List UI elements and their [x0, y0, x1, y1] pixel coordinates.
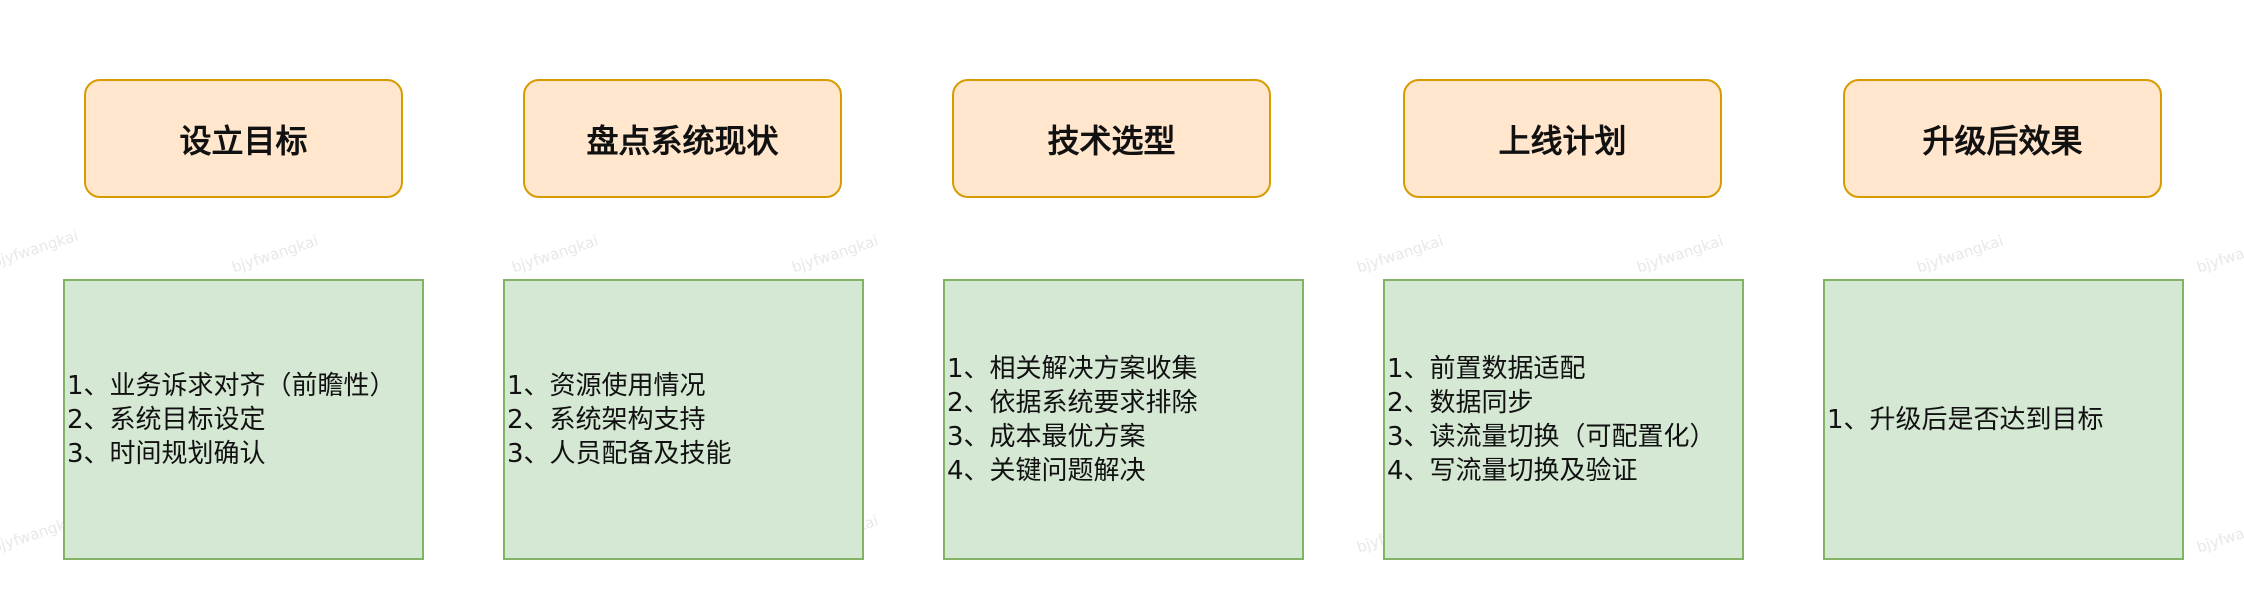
step-header: 升级后效果 [1843, 79, 2162, 198]
step-detail-box: 1、升级后是否达到目标 [1823, 279, 2184, 560]
watermark: bjyfwangkai [789, 231, 881, 277]
watermark: bjyfwangkai [1354, 231, 1446, 277]
watermark: bjyfwangkai [1634, 231, 1726, 277]
step-detail-item: 2、系统目标设定 [67, 404, 266, 435]
step-detail-item: 1、资源使用情况 [507, 370, 706, 401]
step-detail-item: 4、关键问题解决 [947, 455, 1146, 486]
watermark: bjyfwangkai [229, 231, 321, 277]
step-detail-item: 3、成本最优方案 [947, 421, 1146, 452]
step-detail-item: 4、写流量切换及验证 [1387, 455, 1638, 486]
step-header: 设立目标 [84, 79, 403, 198]
step-detail-item: 1、相关解决方案收集 [947, 353, 1198, 384]
step-detail-box: 1、前置数据适配 2、数据同步 3、读流量切换（可配置化） 4、写流量切换及验证 [1383, 279, 1744, 560]
step-detail-item: 2、数据同步 [1387, 387, 1534, 418]
watermark: bjyfwangkai [2194, 231, 2244, 277]
step-detail-item: 2、依据系统要求排除 [947, 387, 1198, 418]
step-header: 技术选型 [952, 79, 1271, 198]
step-detail-item: 2、系统架构支持 [507, 404, 706, 435]
step-detail-item: 3、读流量切换（可配置化） [1387, 421, 1716, 452]
watermark: bjyfwangkai [1914, 231, 2006, 277]
watermark: bjyfwangkai [2194, 511, 2244, 557]
step-detail-box: 1、相关解决方案收集 2、依据系统要求排除 3、成本最优方案 4、关键问题解决 [943, 279, 1304, 560]
step-detail-item: 1、业务诉求对齐（前瞻性） [67, 370, 396, 401]
step-detail-item: 1、升级后是否达到目标 [1827, 404, 2104, 435]
step-detail-item: 3、时间规划确认 [67, 438, 266, 469]
watermark: bjyfwangkai [509, 231, 601, 277]
step-detail-item: 3、人员配备及技能 [507, 438, 732, 469]
step-header: 盘点系统现状 [523, 79, 842, 198]
watermark: bjyfwangkai [0, 226, 81, 272]
step-detail-box: 1、业务诉求对齐（前瞻性） 2、系统目标设定 3、时间规划确认 [63, 279, 424, 560]
step-header: 上线计划 [1403, 79, 1722, 198]
step-detail-box: 1、资源使用情况 2、系统架构支持 3、人员配备及技能 [503, 279, 864, 560]
step-detail-item: 1、前置数据适配 [1387, 353, 1586, 384]
